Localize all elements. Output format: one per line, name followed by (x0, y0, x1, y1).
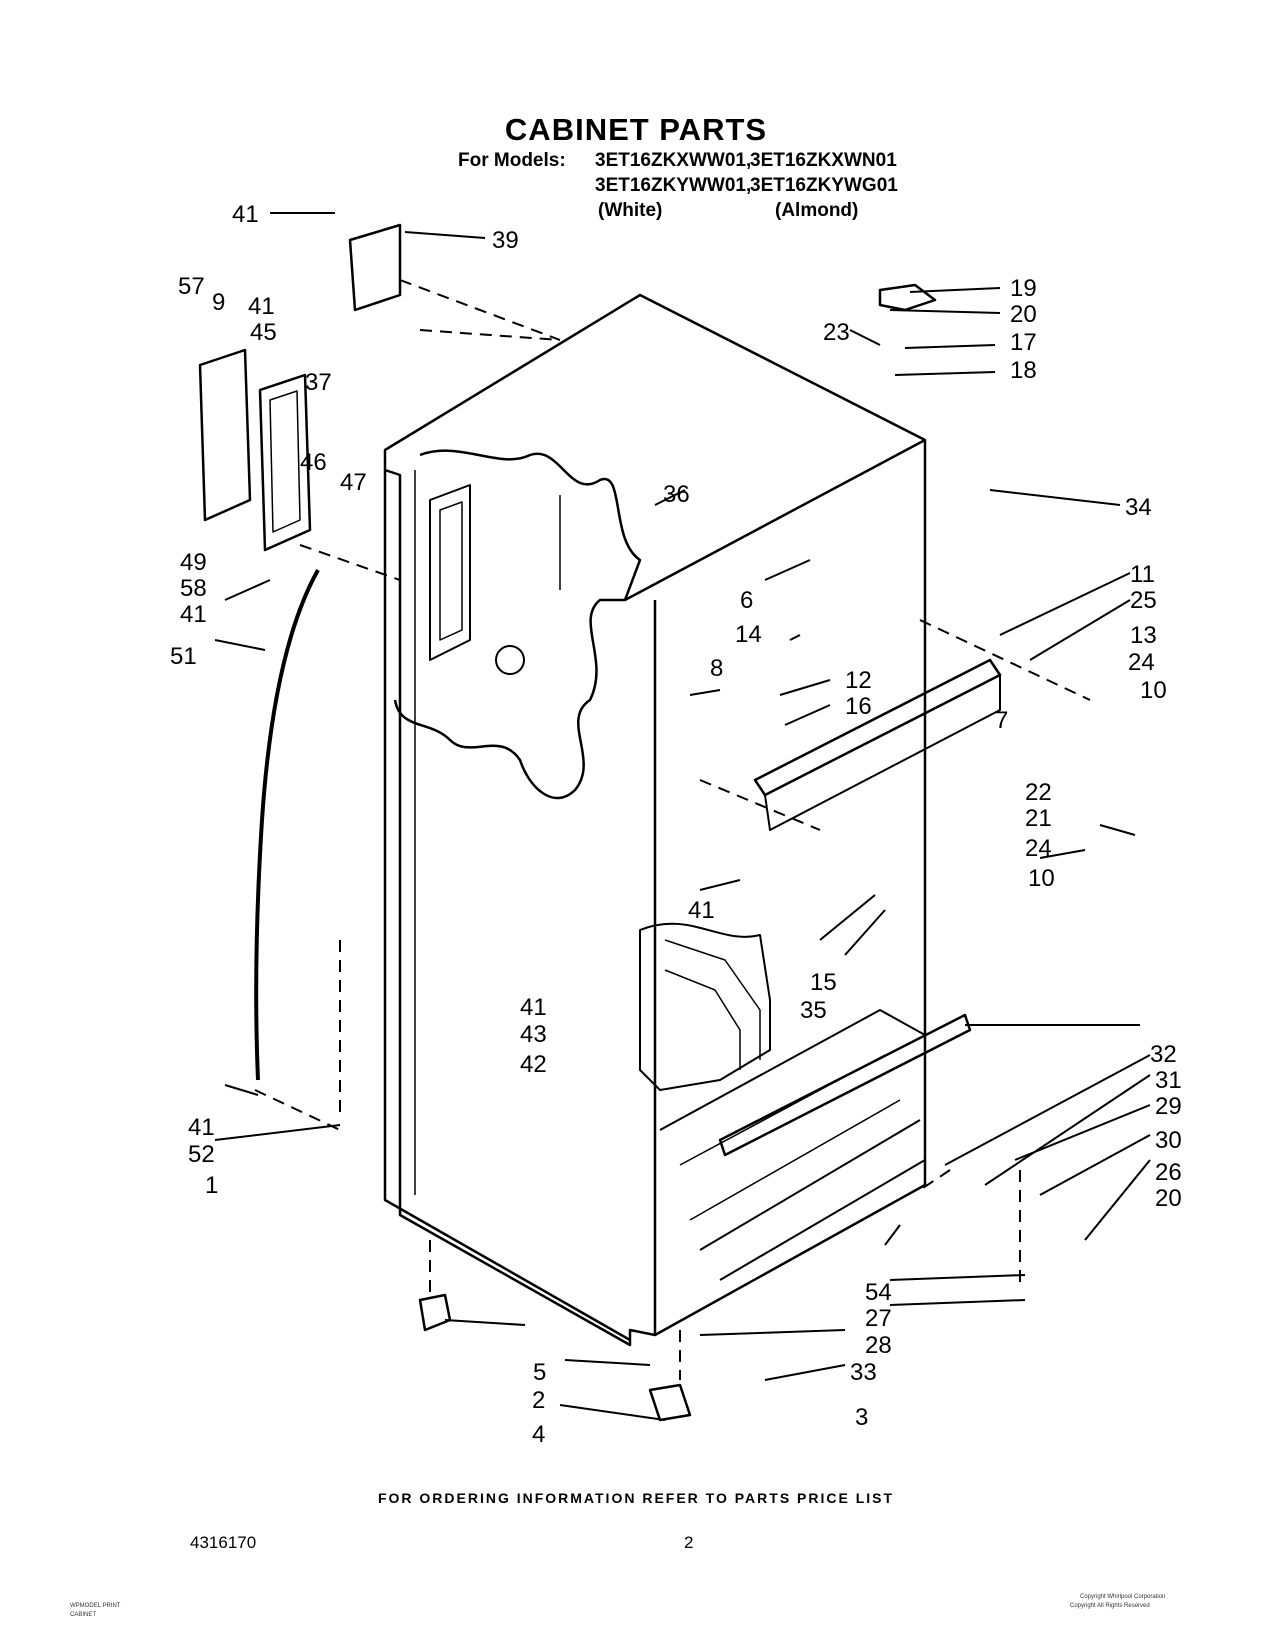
callout-35: 35 (800, 997, 827, 1024)
callout-23: 23 (823, 319, 850, 346)
callout-37: 37 (305, 369, 332, 396)
callout-6: 6 (740, 587, 753, 614)
callout-24: 24 (1128, 649, 1155, 676)
callout-3: 3 (855, 1404, 868, 1431)
callout-45: 45 (250, 319, 277, 346)
callout-39: 39 (492, 227, 519, 254)
callout-1: 1 (205, 1172, 218, 1199)
callout-41: 41 (520, 994, 547, 1021)
callout-16: 16 (845, 693, 872, 720)
callout-49: 49 (180, 549, 207, 576)
callout-41: 41 (688, 897, 715, 924)
callout-47: 47 (340, 469, 367, 496)
water-tube (254, 569, 320, 1081)
model-number: 3ET16ZKYWG01 (750, 175, 898, 196)
callout-13: 13 (1130, 622, 1157, 649)
callout-11: 11 (1130, 561, 1155, 588)
callout-8: 8 (710, 655, 723, 682)
callout-43: 43 (520, 1021, 547, 1048)
roller-2 (648, 1383, 692, 1422)
callout-29: 29 (1155, 1093, 1182, 1120)
callout-5: 5 (533, 1359, 546, 1386)
callout-4: 4 (532, 1421, 545, 1448)
callout-24: 24 (1025, 835, 1052, 862)
callout-41: 41 (180, 601, 207, 628)
callout-27: 27 (865, 1305, 892, 1332)
cabinet-body (383, 293, 927, 1347)
copyright-text: Copyright All Rights Reserved (1070, 1603, 1150, 1609)
roller-5 (418, 1293, 452, 1332)
callout-41: 41 (248, 293, 275, 320)
callout-20: 20 (1010, 301, 1037, 328)
hinge-cover-top (878, 283, 937, 312)
callout-10: 10 (1028, 865, 1055, 892)
callout-30: 30 (1155, 1127, 1182, 1154)
callout-7: 7 (995, 707, 1008, 734)
callout-26: 26 (1155, 1159, 1182, 1186)
color-label-almond: (Almond) (775, 200, 859, 221)
footer-small-text: CABINET (70, 1612, 97, 1618)
callout-25: 25 (1130, 587, 1157, 614)
callout-32: 32 (1150, 1041, 1177, 1068)
gasket-frame (258, 373, 312, 552)
callout-41: 41 (188, 1114, 215, 1141)
callout-31: 31 (1155, 1067, 1182, 1094)
model-number: 3ET16ZKYWW01, (595, 175, 752, 196)
callout-10: 10 (1140, 677, 1167, 704)
callout-12: 12 (845, 667, 872, 694)
callout-19: 19 (1010, 275, 1037, 302)
callout-9: 9 (212, 289, 225, 316)
callout-54: 54 (865, 1279, 892, 1306)
callout-14: 14 (735, 621, 762, 648)
callout-20: 20 (1155, 1185, 1182, 1212)
model-number: 3ET16ZKXWN01 (750, 150, 897, 171)
callout-17: 17 (1010, 329, 1037, 356)
callout-36: 36 (663, 481, 690, 508)
callout-41: 41 (232, 201, 259, 228)
callout-2: 2 (532, 1387, 545, 1414)
callout-21: 21 (1025, 805, 1052, 832)
copyright-text: Copyright Whirlpool Corporation (1080, 1594, 1166, 1600)
callout-22: 22 (1025, 779, 1052, 806)
ordering-note: FOR ORDERING INFORMATION REFER TO PARTS … (377, 1490, 895, 1506)
callout-42: 42 (520, 1051, 547, 1078)
model-number: 3ET16ZKXWW01, (595, 150, 752, 171)
callout-52: 52 (188, 1141, 215, 1168)
callout-34: 34 (1125, 494, 1152, 521)
footer-small-text: WPMODEL PRINT (70, 1603, 121, 1609)
page-title: CABINET PARTS (504, 112, 768, 147)
page-number: 2 (684, 1533, 694, 1552)
document-number: 4316170 (190, 1533, 257, 1552)
rail-32 (718, 1013, 972, 1157)
cover-plate (348, 223, 402, 312)
callout-57: 57 (178, 273, 205, 300)
callout-51: 51 (170, 643, 197, 670)
callout-15: 15 (810, 969, 837, 996)
callout-28: 28 (865, 1332, 892, 1359)
callout-33: 33 (850, 1359, 877, 1386)
callout-58: 58 (180, 575, 207, 602)
evaporator-cover (198, 348, 252, 522)
callout-18: 18 (1010, 357, 1037, 384)
models-label: For Models: (458, 150, 566, 171)
color-label-white: (White) (598, 200, 663, 221)
callout-46: 46 (300, 449, 327, 476)
